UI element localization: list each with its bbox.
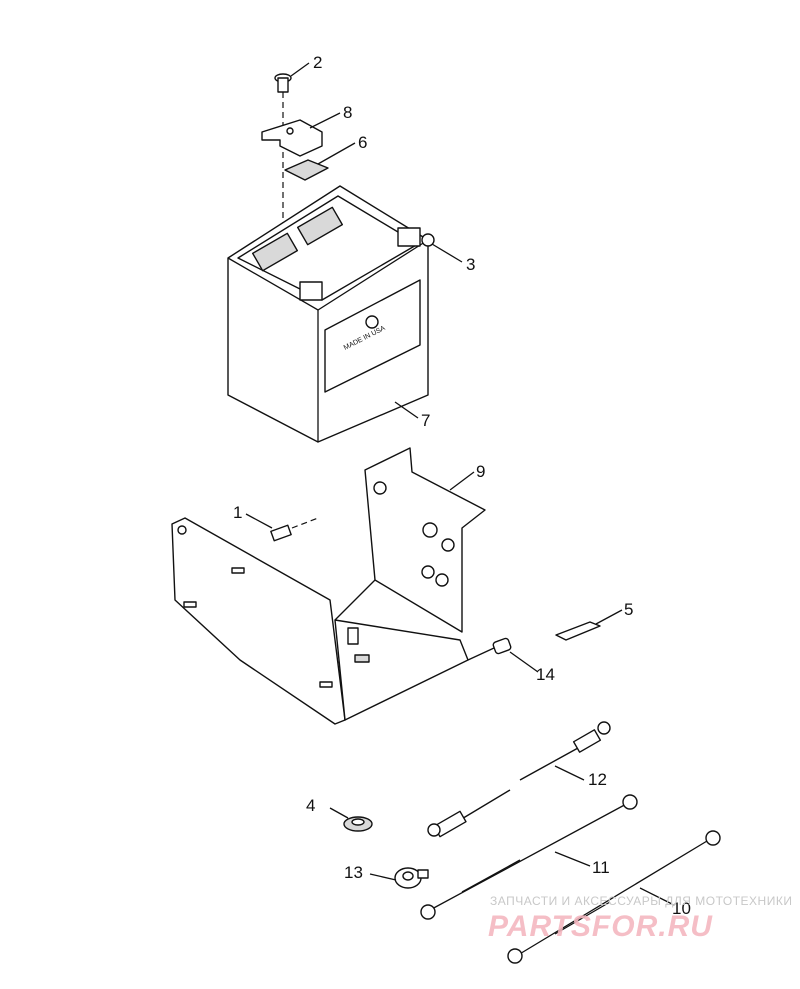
ring-terminal xyxy=(394,867,429,889)
callout-8: 8 xyxy=(343,103,352,122)
watermark-logo: PARTSFOR.RU xyxy=(488,910,713,943)
callout-3: 3 xyxy=(466,255,475,274)
callout-6: 6 xyxy=(358,133,367,152)
callout-9: 9 xyxy=(476,462,485,481)
battery-cable-lower xyxy=(507,830,721,964)
battery-pad xyxy=(284,159,329,181)
ground-cable-short xyxy=(427,721,611,838)
hold-down-clamp xyxy=(261,119,323,157)
battery-cable-long xyxy=(420,794,638,920)
callout-5: 5 xyxy=(624,600,633,619)
watermark: ЗАПЧАСТИ И АКСЕССУАРЫ ДЛЯ МОТОТЕХНИКИ PA… xyxy=(488,894,792,943)
callout-1: 1 xyxy=(233,503,242,522)
callout-labels: 2 8 6 3 7 9 1 5 14 12 4 11 13 10 xyxy=(233,53,691,918)
watermark-tagline: ЗАПЧАСТИ И АКСЕССУАРЫ ДЛЯ МОТОТЕХНИКИ xyxy=(490,894,792,908)
clip-nut xyxy=(555,621,601,641)
callout-13: 13 xyxy=(344,863,363,882)
battery-tray xyxy=(171,447,486,725)
callout-2: 2 xyxy=(313,53,322,72)
leader-lines xyxy=(245,62,673,905)
callout-12: 12 xyxy=(588,770,607,789)
callout-7: 7 xyxy=(421,411,430,430)
battery-strap-bolt xyxy=(274,73,292,230)
callout-11: 11 xyxy=(592,858,610,877)
callout-14: 14 xyxy=(536,665,555,684)
washer xyxy=(343,816,373,832)
callout-4: 4 xyxy=(306,796,315,815)
callout-10: 10 xyxy=(672,899,691,918)
battery: MADE IN USA xyxy=(227,185,429,443)
rubber-cap xyxy=(467,637,512,661)
terminal-bolt xyxy=(421,233,435,247)
tray-screw xyxy=(270,517,319,542)
